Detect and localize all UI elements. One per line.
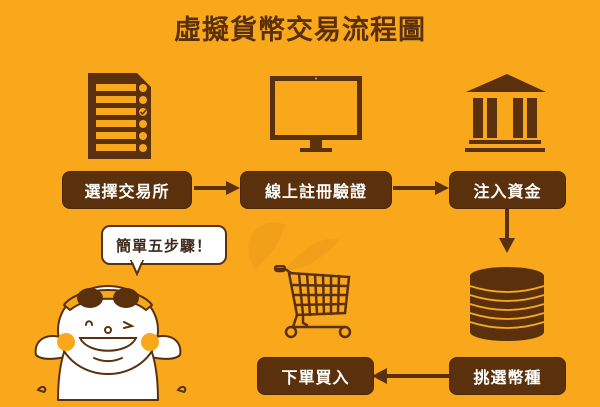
step-5-label: 下單買入	[281, 368, 350, 387]
step-5-place-order: 下單買入	[258, 358, 373, 394]
speech-bubble: 簡單五步驟！	[101, 225, 227, 265]
step-1-label: 選擇交易所	[84, 182, 170, 201]
step-2-label: 線上註冊驗證	[264, 182, 367, 201]
shopping-cart-icon	[273, 265, 352, 339]
speech-bubble-tail	[130, 260, 144, 276]
speech-bubble-text: 簡單五步驟！	[115, 236, 212, 255]
step-3-label: 注入資金	[473, 182, 542, 201]
step-4-choose-coin: 挑選幣種	[450, 358, 565, 394]
step-4-label: 挑選幣種	[473, 368, 542, 387]
mascot-character-icon	[34, 285, 187, 401]
watermark-logo-icon	[248, 222, 340, 270]
checklist-document-icon	[88, 73, 151, 159]
step-1-select-exchange: 選擇交易所	[63, 172, 191, 208]
computer-monitor-icon	[270, 76, 362, 152]
coin-stack-icon	[469, 267, 545, 341]
bank-building-icon	[465, 74, 546, 152]
diagram-title: 虛擬貨幣交易流程圖	[174, 15, 426, 46]
step-3-deposit-funds: 注入資金	[450, 172, 565, 208]
step-2-online-registration: 線上註冊驗證	[241, 172, 391, 208]
